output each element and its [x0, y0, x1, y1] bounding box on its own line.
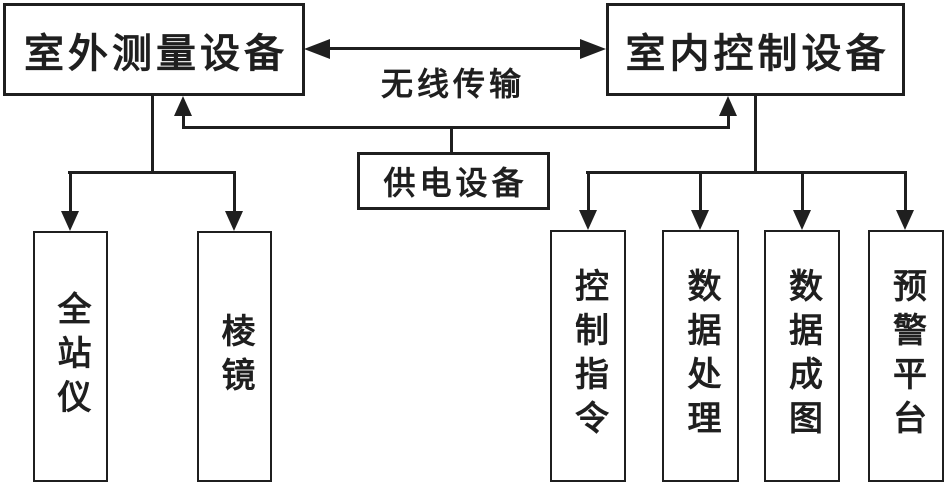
arrowhead-prism-icon — [225, 211, 243, 231]
drop-line-total-station — [69, 171, 72, 214]
node-prism: 棱镜 — [197, 231, 272, 482]
data-processing-label: 数据处理 — [682, 268, 719, 444]
power-feed-horizontal-line — [182, 126, 729, 129]
node-outdoor-measurement-device: 室外测量设备 — [3, 3, 305, 96]
drop-line-data-processing — [699, 171, 702, 213]
warning-platform-label: 预警平台 — [887, 268, 925, 444]
node-indoor-control-device: 室内控制设备 — [606, 3, 905, 96]
outdoor-tree-vertical-line — [151, 95, 154, 174]
node-control-command: 控制指令 — [550, 230, 626, 482]
prism-label: 棱镜 — [216, 312, 253, 401]
arrowhead-total-station-icon — [61, 211, 79, 231]
drop-line-data-mapping — [801, 171, 804, 213]
indoor-tree-horizontal-line — [586, 171, 907, 174]
wireless-arrowhead-right-icon — [580, 39, 606, 59]
drop-line-warning-platform — [904, 171, 907, 213]
arrowhead-warning-platform-icon — [896, 210, 914, 230]
node-warning-platform: 预警平台 — [868, 230, 944, 482]
power-arrowhead-to-outdoor-icon — [174, 96, 192, 116]
wireless-transmission-label: 无线传输 — [380, 66, 525, 102]
power-feed-right-stub — [727, 111, 730, 129]
arrowhead-control-command-icon — [579, 210, 597, 230]
node-data-processing: 数据处理 — [662, 230, 739, 482]
total-station-label: 全站仪 — [52, 290, 89, 423]
arrowhead-data-mapping-icon — [793, 210, 811, 230]
wireless-link-line — [326, 47, 584, 50]
node-power-supply-device: 供电设备 — [357, 152, 550, 210]
indoor-tree-vertical-line — [754, 95, 757, 174]
drop-line-control-command — [587, 171, 590, 213]
power-box-connector-line — [450, 128, 453, 154]
wireless-arrowhead-left-icon — [304, 39, 330, 59]
arrowhead-data-processing-icon — [691, 210, 709, 230]
power-feed-left-stub — [182, 111, 185, 129]
node-data-mapping: 数据成图 — [764, 230, 840, 482]
outdoor-tree-horizontal-line — [68, 171, 236, 174]
power-arrowhead-to-indoor-icon — [719, 96, 737, 116]
drop-line-prism — [233, 171, 236, 214]
data-mapping-label: 数据成图 — [783, 268, 821, 444]
control-command-label: 控制指令 — [569, 268, 607, 444]
node-total-station: 全站仪 — [33, 231, 108, 482]
